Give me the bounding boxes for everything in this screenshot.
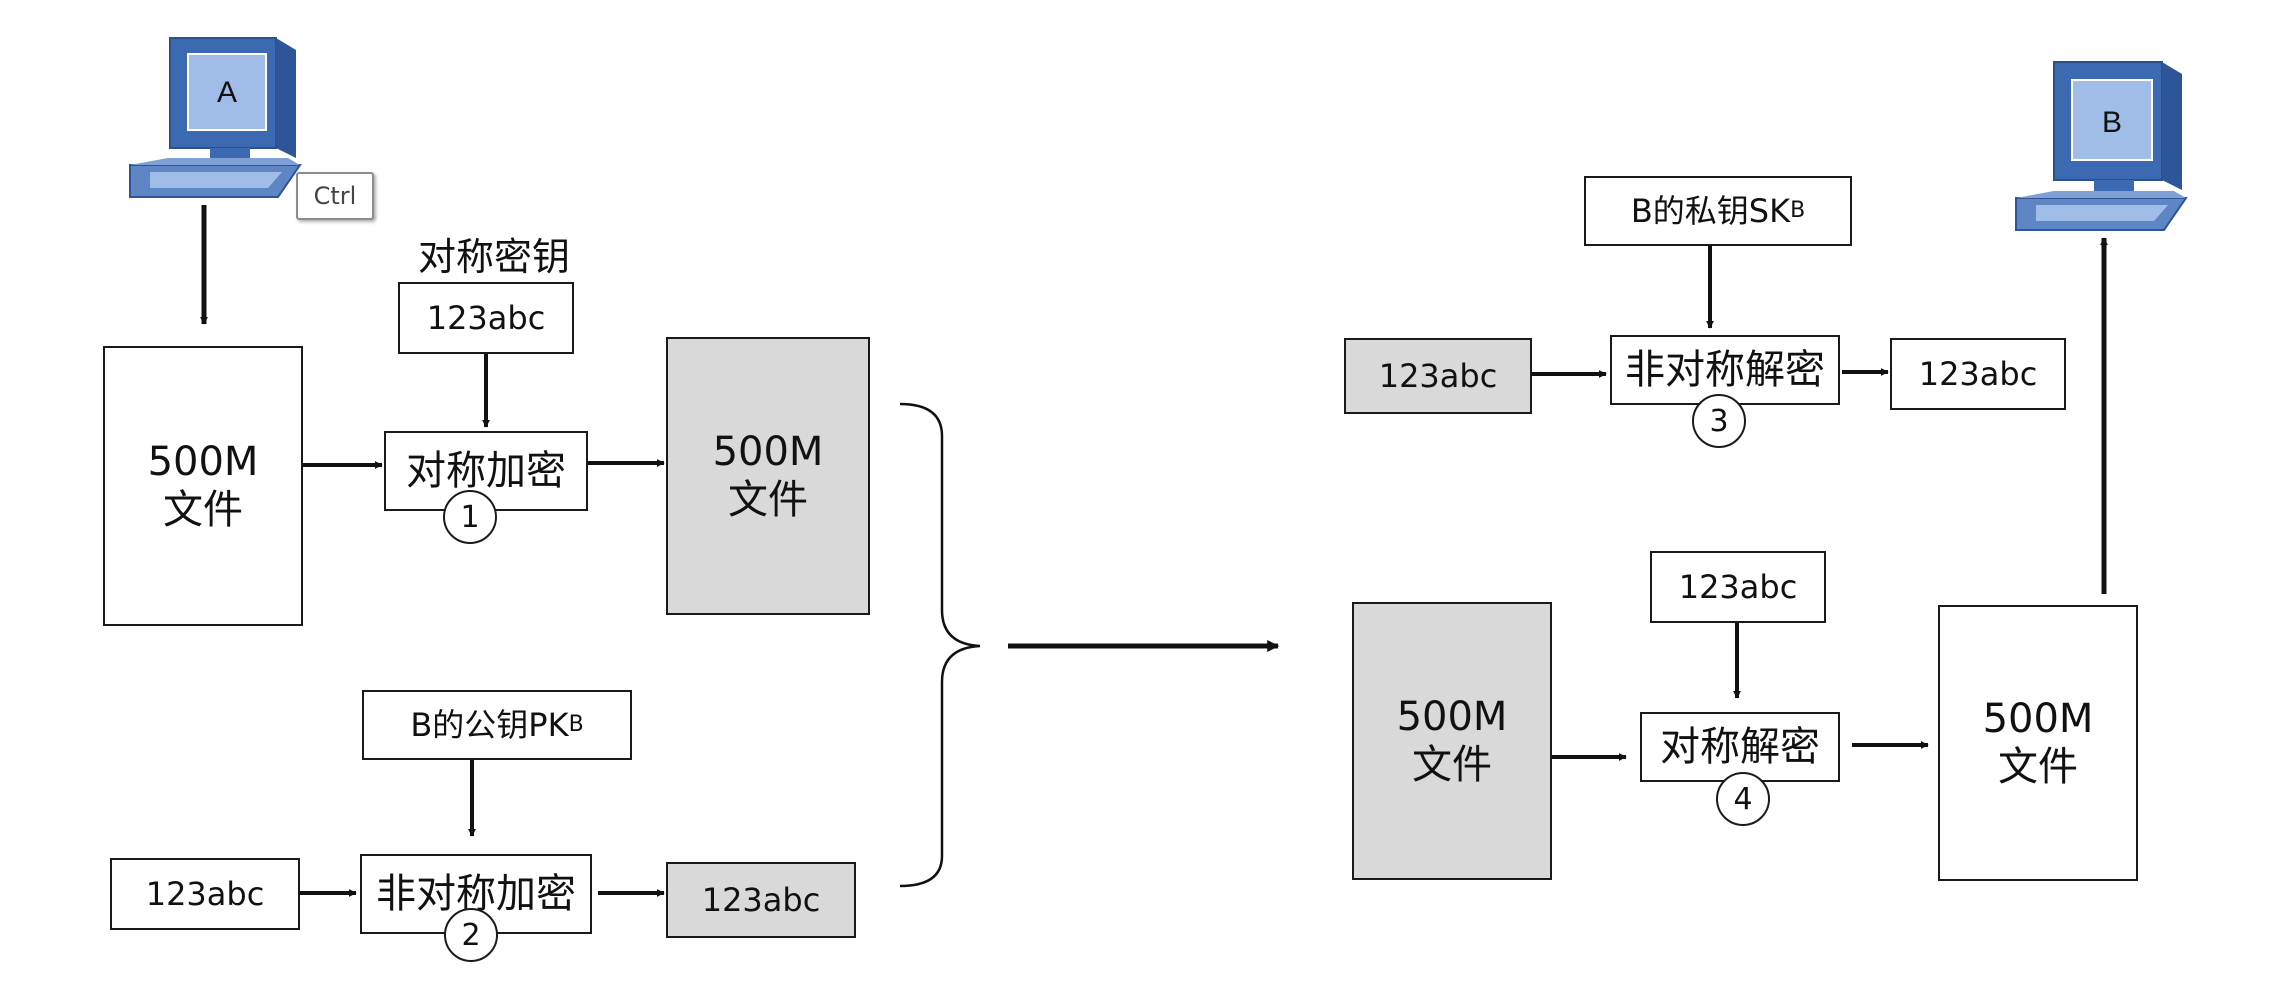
- symmetric-key-box: 123abc: [398, 282, 574, 354]
- recovered-symmetric-key-box: 123abc: [1650, 551, 1826, 623]
- step-3-marker: 3: [1692, 394, 1746, 448]
- public-key-label: B的公钥PK: [410, 705, 569, 744]
- ctrl-key-indicator: Ctrl: [296, 172, 374, 220]
- private-key-label: B的私钥SK: [1630, 191, 1791, 230]
- cipher-file-box: 500M 文件: [666, 337, 870, 615]
- key-plain-box: 123abc: [110, 858, 300, 930]
- plain-file-box: 500M 文件: [103, 346, 303, 626]
- symmetric-decrypt-box: 对称解密: [1640, 712, 1840, 782]
- computer-b-label: B: [2102, 106, 2122, 139]
- computer-b-icon: [2015, 61, 2188, 231]
- recovered-key-box: 123abc: [1890, 338, 2066, 410]
- computer-a-label: A: [217, 76, 237, 109]
- computer-a-icon: [129, 37, 302, 198]
- received-key-cipher-box: 123abc: [1344, 338, 1532, 414]
- key-cipher-box: 123abc: [666, 862, 856, 938]
- public-key-subscript: B: [568, 711, 584, 737]
- decrypted-file-box: 500M 文件: [1938, 605, 2138, 881]
- symmetric-key-caption: 对称密钥: [418, 235, 571, 279]
- grouping-brace: [899, 402, 981, 888]
- step-4-marker: 4: [1716, 772, 1770, 826]
- step-1-marker: 1: [443, 490, 497, 544]
- private-key-subscript: B: [1790, 197, 1806, 223]
- received-cipher-file-box: 500M 文件: [1352, 602, 1552, 880]
- step-2-marker: 2: [444, 908, 498, 962]
